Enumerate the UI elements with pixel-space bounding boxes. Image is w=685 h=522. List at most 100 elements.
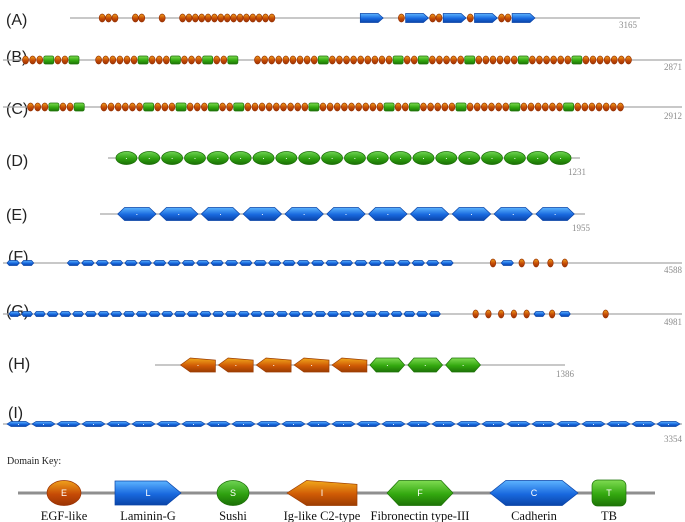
egf-like-domain: [510, 309, 517, 319]
tb-domain: [143, 102, 155, 112]
cadherin-domain: [368, 260, 382, 266]
cadherin-domain: ·: [326, 207, 366, 221]
cadherin-domain: [239, 260, 253, 266]
egf-like-domain: [265, 102, 273, 112]
egf-like-domain: [301, 102, 309, 112]
egf-like-domain: [268, 55, 276, 65]
egf-like-domain: [466, 13, 474, 23]
ig-like-c2-letter: ·: [272, 360, 275, 370]
cadherin-domain: [428, 311, 441, 317]
egf-like-domain: [489, 55, 497, 65]
protein-label: (B): [6, 49, 27, 66]
tb-domain: [408, 102, 420, 112]
egf-like-domain: [130, 55, 138, 65]
cadherin-domain: ·: [156, 419, 181, 429]
egf-like-domain: [502, 102, 510, 112]
cadherin-domain: [533, 311, 546, 317]
egf-like-domain: [116, 55, 124, 65]
key-domain-letter: E: [61, 488, 67, 498]
egf-like-domain: [341, 102, 348, 112]
sushi-letter: ·: [468, 153, 471, 163]
fibronectin-iii-letter: ·: [462, 360, 465, 370]
cadherin-domain: [339, 260, 354, 266]
cadherin-letter: ·: [219, 209, 222, 219]
cadherin-domain: [500, 260, 514, 266]
ig-like-c2-domain: ·: [179, 357, 216, 373]
fibronectin-iii-domain: ·: [407, 357, 444, 373]
egf-like-domain: [603, 55, 611, 65]
sushi-letter: ·: [353, 153, 356, 163]
sushi-domain: ·: [161, 151, 183, 165]
egf-like-domain: [394, 102, 402, 112]
egf-like-domain: [618, 55, 625, 65]
egf-like-domain: [220, 55, 228, 65]
cadherin-domain: [352, 311, 365, 317]
cadherin-letter: ·: [642, 419, 645, 429]
cadherin-letter: ·: [167, 419, 170, 429]
egf-like-domain: [398, 13, 405, 23]
egf-like-domain: [268, 13, 276, 23]
cadherin-domain: [276, 311, 288, 317]
protein-length: 1386: [556, 369, 575, 379]
cadherin-domain: ·: [56, 419, 81, 429]
egf-like-domain: [179, 13, 186, 23]
egf-like-domain: [504, 13, 512, 23]
egf-like-domain: [609, 102, 617, 112]
egf-like-domain: [161, 102, 169, 112]
egf-like-domain: [186, 102, 194, 112]
cadherin-domain: ·: [231, 419, 256, 429]
ig-like-c2-letter: ·: [310, 360, 313, 370]
sushi-letter: ·: [536, 153, 539, 163]
protein-row: (I)3354···························: [3, 405, 683, 444]
egf-like-domain: [376, 102, 384, 112]
cadherin-letter: ·: [342, 419, 345, 429]
cadherin-domain: ·: [456, 419, 481, 429]
key-egf-like-shape: E: [46, 480, 82, 506]
cadherin-letter: ·: [617, 419, 620, 429]
cadherin-domain: ·: [206, 419, 231, 429]
sushi-letter: ·: [513, 153, 516, 163]
key-domain-label: Laminin-G: [120, 509, 176, 522]
cadherin-domain: ·: [181, 419, 206, 429]
egf-like-domain: [336, 55, 343, 65]
egf-like-domain: [520, 102, 528, 112]
egf-like-domain: [536, 55, 543, 65]
cadherin-domain: ·: [431, 419, 456, 429]
cadherin-domain: ·: [158, 207, 199, 221]
cadherin-domain: [72, 311, 85, 317]
cadherin-domain: ·: [256, 419, 281, 429]
cadherin-domain: [325, 260, 339, 266]
egf-like-domain: [191, 13, 199, 23]
protein-label: (E): [6, 207, 27, 224]
cadherin-domain: [268, 260, 282, 266]
cadherin-domain: [263, 311, 276, 317]
cadherin-domain: [174, 311, 186, 317]
cadherin-domain: [135, 311, 148, 317]
cadherin-domain: [377, 311, 390, 317]
egf-like-domain: [401, 102, 409, 112]
tb-domain: [308, 102, 320, 112]
egf-like-domain: [289, 55, 297, 65]
egf-like-domain: [518, 258, 525, 268]
key-domain-letter: L: [145, 488, 150, 498]
sushi-domain: ·: [321, 151, 343, 165]
cadherin-letter: ·: [345, 209, 348, 219]
egf-like-domain: [617, 102, 624, 112]
egf-like-domain: [148, 55, 156, 65]
egf-like-domain: [109, 55, 117, 65]
egf-like-domain: [188, 55, 195, 65]
egf-like-domain: [410, 55, 418, 65]
cadherin-domain: ·: [493, 207, 534, 221]
egf-like-domain: [198, 13, 206, 23]
cadherin-domain: [59, 311, 72, 317]
protein-length: 2912: [664, 111, 682, 121]
cadherin-domain: [153, 260, 167, 266]
egf-like-domain: [258, 102, 266, 112]
egf-like-domain: [485, 309, 492, 319]
egf-like-domain: [481, 102, 488, 112]
tb-domain: [317, 55, 329, 65]
key-domain-label: TB: [601, 509, 617, 522]
key-laminin-g-shape: L: [114, 480, 182, 506]
fibronectin-iii-letter: ·: [424, 360, 427, 370]
